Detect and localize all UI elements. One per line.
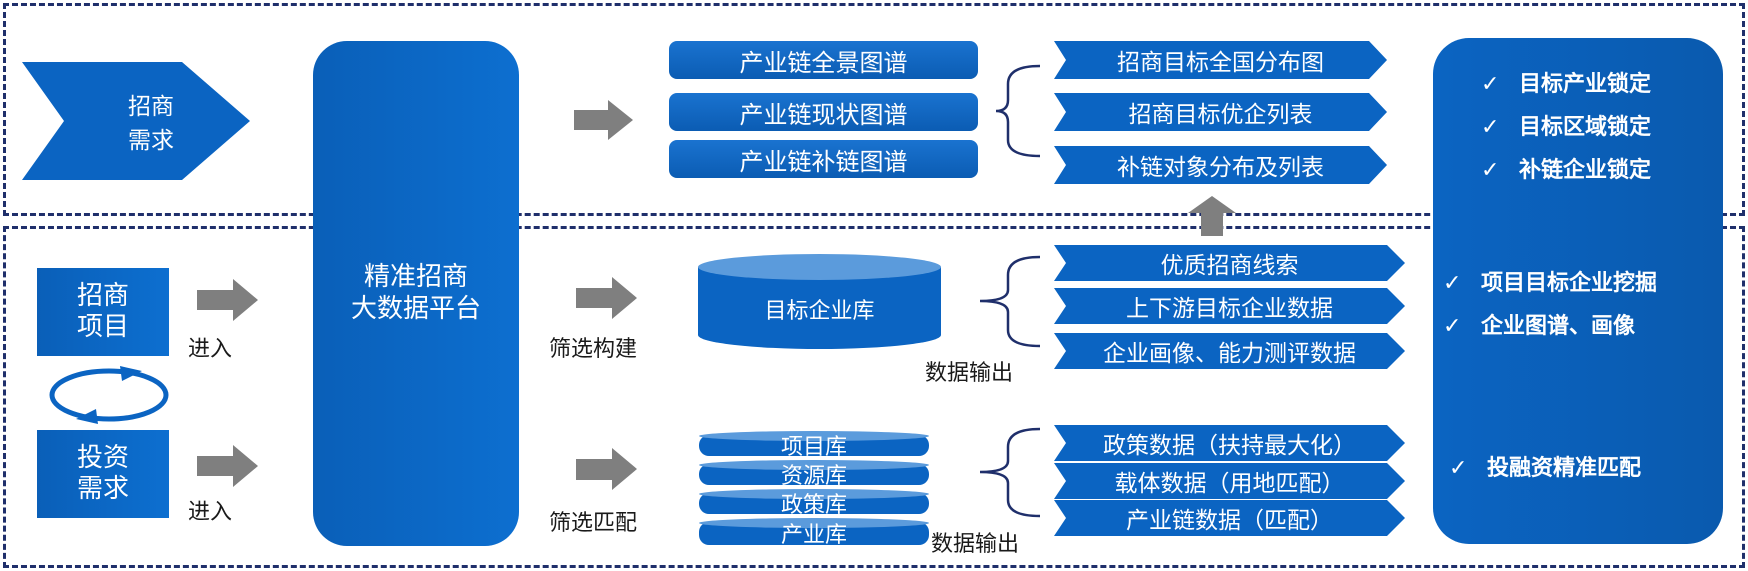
db-disk-shape xyxy=(699,489,929,514)
filter-build-label: 筛选构建 xyxy=(549,337,638,362)
brace-top xyxy=(995,64,1041,158)
demand-label: 招商 需求 xyxy=(22,62,250,180)
result-top-3-label: 补链企业锁定 xyxy=(1519,158,1652,183)
result-mid-2: ✓ 企业图谱、画像 xyxy=(1443,308,1635,340)
filter-match-label: 筛选匹配 xyxy=(549,511,638,536)
result-mid-2-label: 企业图谱、画像 xyxy=(1481,314,1636,339)
db-resource-label: 资源库 xyxy=(780,464,847,489)
bot-output-3: 产业链数据（匹配） xyxy=(1054,500,1405,536)
enter-label-1: 进入 xyxy=(188,337,233,362)
check-icon: ✓ xyxy=(1481,115,1500,140)
target-db-cylinder: 目标企业库 xyxy=(698,253,941,349)
data-output-label-2: 数据输出 xyxy=(931,532,1020,557)
db-project-label: 项目库 xyxy=(780,435,847,460)
mid-output-3: 企业画像、能力测评数据 xyxy=(1054,333,1405,369)
result-bot-1-label: 投融资精准匹配 xyxy=(1487,456,1642,481)
top-output-1-label: 招商目标全国分布图 xyxy=(1117,50,1324,76)
demand-line1: 招商 xyxy=(128,94,174,120)
target-db-label: 目标企业库 xyxy=(764,299,875,324)
db-industry-label: 产业库 xyxy=(780,523,847,548)
investment-line2: 需求 xyxy=(76,474,129,504)
investment-box: 投资 需求 xyxy=(37,430,169,518)
demand-chevron: 招商 需求 xyxy=(22,62,250,180)
platform-line1: 精准招商 xyxy=(363,262,468,293)
result-mid-1-label: 项目目标企业挖掘 xyxy=(1481,271,1658,296)
db-disk-shape xyxy=(699,431,929,456)
db-disk-shape xyxy=(699,518,929,545)
enter-label-2: 进入 xyxy=(188,500,233,525)
arrow-filter-build xyxy=(576,277,637,319)
chevron-shape xyxy=(1054,245,1405,281)
bottom-section-frame xyxy=(3,226,1745,568)
platform-box: 精准招商 大数据平台 xyxy=(313,41,519,546)
db-resource: 资源库 xyxy=(699,459,929,489)
top-output-3-label: 补链对象分布及列表 xyxy=(1117,155,1324,181)
results-panel xyxy=(1433,38,1723,544)
brace-mid xyxy=(979,255,1041,348)
investment-line1: 投资 xyxy=(76,442,129,473)
result-top-3: ✓ 补链企业锁定 xyxy=(1481,152,1651,184)
mid-output-2: 上下游目标企业数据 xyxy=(1054,288,1405,324)
check-icon: ✓ xyxy=(1443,314,1462,339)
arrow-enter-1 xyxy=(197,279,258,321)
chevron-shape xyxy=(1054,146,1387,184)
map-pill-1: 产业链全景图谱 xyxy=(669,41,978,79)
result-bot-1: ✓ 投融资精准匹配 xyxy=(1449,450,1641,482)
mid-output-1-label: 优质招商线索 xyxy=(1160,253,1299,279)
db-project: 项目库 xyxy=(699,430,929,460)
top-output-2-label: 招商目标优企列表 xyxy=(1128,102,1313,128)
data-output-label-1: 数据输出 xyxy=(925,361,1014,386)
arrow-top xyxy=(574,100,633,140)
result-top-1: ✓ 目标产业锁定 xyxy=(1481,66,1651,98)
bot-output-2: 载体数据（用地匹配） xyxy=(1054,463,1405,499)
db-disk-shape xyxy=(699,460,929,485)
bot-output-1: 政策数据（扶持最大化） xyxy=(1054,425,1405,461)
check-icon: ✓ xyxy=(1449,456,1468,481)
arrow-enter-2 xyxy=(197,445,258,487)
mid-output-2-label: 上下游目标企业数据 xyxy=(1126,296,1333,322)
brace-bot xyxy=(979,427,1041,518)
arrow-up xyxy=(1188,196,1236,236)
chevron-shape xyxy=(1054,288,1405,324)
arrow-filter-match xyxy=(576,448,637,490)
chevron-shape xyxy=(1054,463,1405,499)
db-policy: 政策库 xyxy=(699,488,929,518)
cycle-icon xyxy=(49,366,169,424)
check-icon: ✓ xyxy=(1481,72,1500,97)
chevron-shape xyxy=(1054,93,1387,131)
chevron-shape xyxy=(1054,425,1405,461)
db-industry: 产业库 xyxy=(699,517,929,548)
chevron-shape xyxy=(22,62,250,180)
result-mid-1: ✓ 项目目标企业挖掘 xyxy=(1443,265,1657,297)
bot-output-3-label: 产业链数据（匹配） xyxy=(1126,508,1333,534)
project-box: 招商 项目 xyxy=(37,268,169,356)
cylinder-shape xyxy=(698,254,941,349)
project-line2: 项目 xyxy=(76,312,129,342)
mid-output-3-label: 企业画像、能力测评数据 xyxy=(1103,341,1356,367)
top-section-frame xyxy=(3,3,1745,216)
result-top-2-label: 目标区域锁定 xyxy=(1519,115,1652,140)
result-top-2: ✓ 目标区域锁定 xyxy=(1481,109,1651,141)
top-output-3: 补链对象分布及列表 xyxy=(1054,146,1387,184)
chevron-shape xyxy=(1054,333,1405,369)
result-top-1-label: 目标产业锁定 xyxy=(1519,72,1652,97)
chevron-shape xyxy=(1054,41,1387,79)
db-policy-label: 政策库 xyxy=(780,493,847,518)
top-output-2: 招商目标优企列表 xyxy=(1054,93,1387,131)
project-line1: 招商 xyxy=(76,280,129,311)
map-pill-3: 产业链补链图谱 xyxy=(669,140,978,178)
platform-line2: 大数据平台 xyxy=(350,293,481,324)
map-pill-2: 产业链现状图谱 xyxy=(669,93,978,131)
check-icon: ✓ xyxy=(1443,271,1462,296)
bot-output-1-label: 政策数据（扶持最大化） xyxy=(1103,433,1356,459)
mid-output-1: 优质招商线索 xyxy=(1054,245,1405,281)
top-output-1: 招商目标全国分布图 xyxy=(1054,41,1387,79)
demand-line2: 需求 xyxy=(128,128,174,154)
chevron-shape xyxy=(1054,500,1405,536)
check-icon: ✓ xyxy=(1481,158,1500,183)
bot-output-2-label: 载体数据（用地匹配） xyxy=(1114,471,1345,497)
